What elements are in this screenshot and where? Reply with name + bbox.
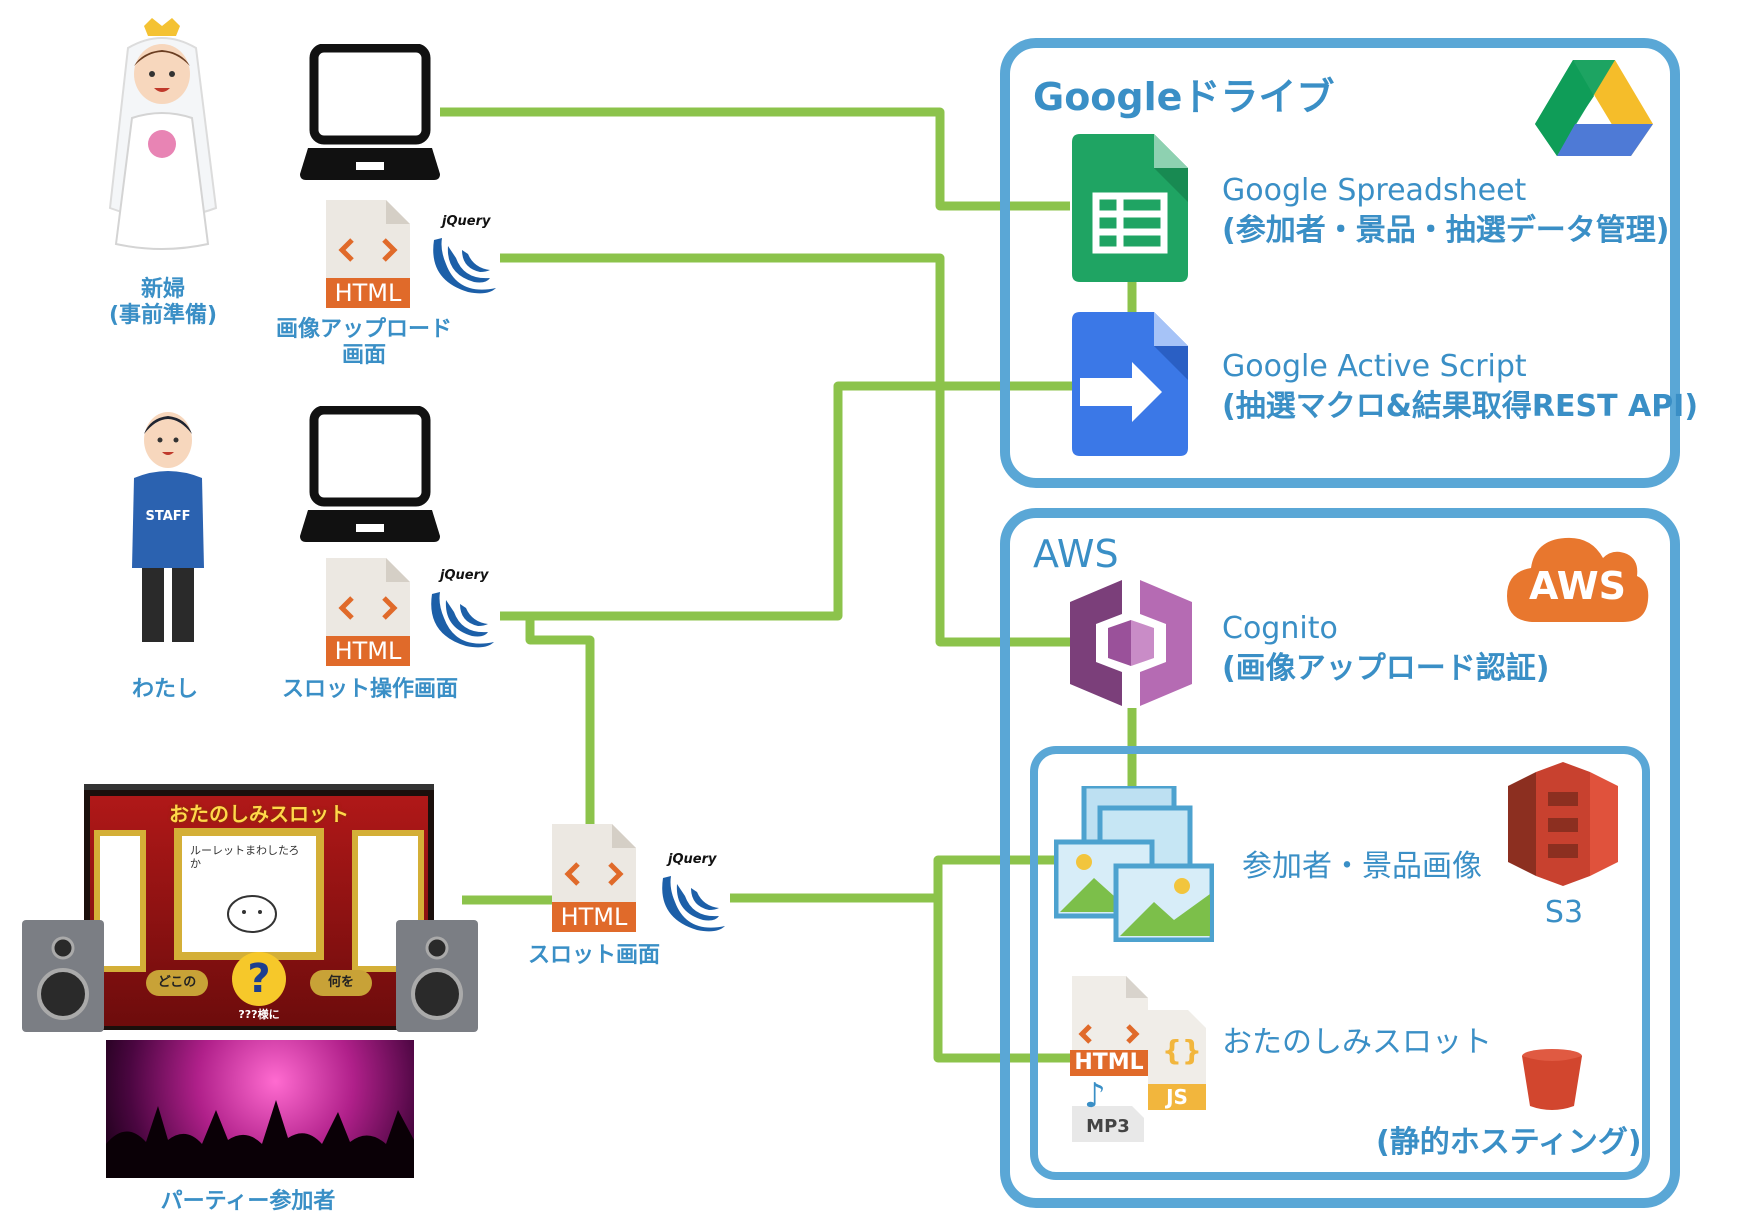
slot-jquery-label: jQuery <box>668 852 717 867</box>
slot-html-file-icon: HTML <box>552 824 636 932</box>
cognito-title: Cognito <box>1222 611 1338 646</box>
control-html-file-icon: HTML <box>326 558 410 666</box>
upload-jquery-label: jQuery <box>442 214 491 229</box>
link-upload-cognito <box>500 253 1080 647</box>
stage-question-icon: ? <box>232 952 286 1006</box>
aws-cloud-icon: AWS <box>1505 530 1650 626</box>
script-title: Google Active Script <box>1222 349 1527 384</box>
link-aws-images <box>933 855 1060 898</box>
images-icon <box>1054 786 1214 942</box>
spreadsheet-subtitle: (参加者・景品・抽選データ管理) <box>1222 213 1670 248</box>
bride-label-line2: (事前準備) <box>108 303 218 328</box>
stage-card-text: ルーレットまわしたろか <box>190 844 300 870</box>
upload-label-line2: 画面 <box>341 343 387 368</box>
bucket-icon <box>1522 1049 1582 1110</box>
s3-bucket-panel <box>1030 746 1650 1180</box>
google-drive-panel <box>1000 38 1680 488</box>
script-icon <box>1072 312 1188 456</box>
cognito-subtitle: (画像アップロード認証) <box>1222 651 1550 686</box>
bride-label-line1: 新婦 <box>140 277 186 302</box>
upload-jquery-icon: jQuery <box>428 214 498 304</box>
google-drive-icon <box>1535 60 1653 156</box>
stage-button-right: 何を <box>310 970 372 996</box>
image-stack <box>1054 786 1214 942</box>
upload-label-line1: 画像アップロード <box>275 317 453 342</box>
laptop-icon <box>300 406 440 542</box>
crowd-image <box>106 1040 414 1178</box>
stage-button-left: どこの <box>146 970 208 996</box>
aws-title: AWS <box>1033 532 1119 576</box>
aws-panel <box>1000 508 1680 1208</box>
stage-card-right <box>352 830 424 972</box>
spreadsheet-title: Google Spreadsheet <box>1222 173 1527 208</box>
slot-app-files: HTML JS MP3 ♪ {} <box>1070 976 1210 1142</box>
character-icon <box>227 895 277 933</box>
google-drive-title: Googleドライブ <box>1033 75 1335 119</box>
mp3-badge: MP3 <box>1086 1116 1130 1137</box>
slot-screen-label: スロット画面 <box>527 943 661 968</box>
stage-title: おたのしみスロット <box>169 802 349 826</box>
hosting-label: (静的ホスティング) <box>1376 1125 1642 1160</box>
images-label: 参加者・景品画像 <box>1242 849 1482 884</box>
s3-label: S3 <box>1544 895 1584 930</box>
control-html-badge: HTML <box>326 636 410 666</box>
slot-app-label: おたのしみスロット <box>1222 1025 1492 1060</box>
slot-html-badge: HTML <box>552 902 636 932</box>
svg-text:STAFF: STAFF <box>145 509 190 524</box>
spreadsheet-icon <box>1072 134 1188 282</box>
upload-html-file-icon: HTML <box>326 200 410 308</box>
html-badge: HTML <box>1070 1050 1148 1076</box>
party-label: パーティー参加者 <box>160 1189 336 1214</box>
link-script-control <box>500 381 1072 621</box>
control-jquery-icon: jQuery <box>426 568 496 658</box>
script-subtitle: (抽選マクロ&結果取得REST API) <box>1222 389 1699 424</box>
link-bride-laptop-spreadsheet <box>440 107 1070 211</box>
upload-html-badge: HTML <box>326 278 410 308</box>
bride-figure <box>108 18 218 250</box>
staff-figure: STAFF <box>132 412 204 642</box>
aws-cloud-label: AWS <box>1529 564 1626 608</box>
js-badge: JS <box>1166 1085 1188 1109</box>
cognito-icon <box>1070 580 1192 706</box>
slot-jquery-icon: jQuery <box>654 852 730 942</box>
me-label: わたし <box>131 677 199 702</box>
laptop-icon <box>300 44 440 180</box>
speaker-right-icon <box>396 920 478 1032</box>
s3-icon <box>1508 762 1618 886</box>
control-jquery-label: jQuery <box>440 568 489 583</box>
control-label: スロット操作画面 <box>281 677 459 702</box>
music-note-icon: ♪ <box>1084 1076 1106 1116</box>
curly-brace-icon: {} <box>1162 1034 1202 1067</box>
stage-card-center: ルーレットまわしたろか <box>174 828 324 960</box>
stage-sub-label: ???様に <box>238 1008 280 1021</box>
crowd-silhouette <box>106 1100 414 1178</box>
link-control-slot <box>525 616 595 830</box>
speaker-left-icon <box>22 920 104 1032</box>
stage-screen: おたのしみスロット ルーレットまわしたろか どこの ? ???様に 何を <box>84 784 434 1030</box>
